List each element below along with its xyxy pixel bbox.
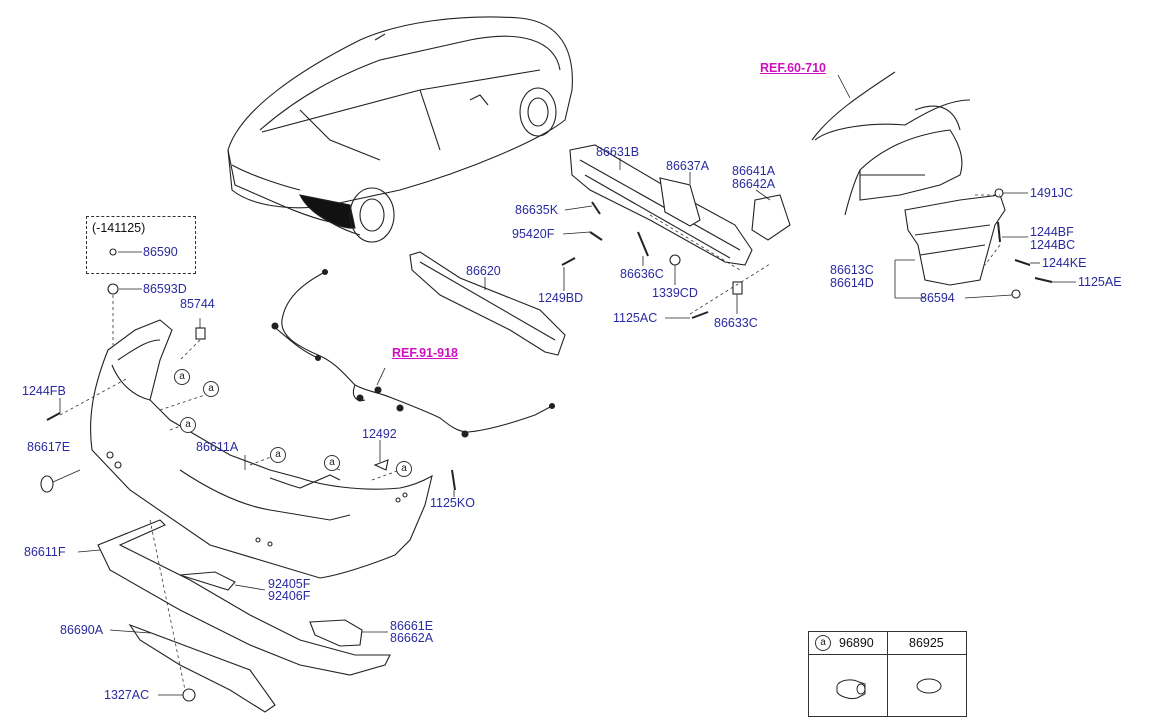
part-label-92405f[interactable]: 92405F xyxy=(268,577,311,591)
sensor-icon xyxy=(836,679,866,699)
part-label-1125ae[interactable]: 1125AE xyxy=(1078,275,1122,289)
callout-a-4: a xyxy=(270,447,286,463)
clip-86635k xyxy=(591,201,601,215)
part-label-86641a[interactable]: 86641A xyxy=(732,164,776,178)
energy-absorber xyxy=(409,251,566,356)
part-label-86590[interactable]: 86590 xyxy=(143,245,178,259)
clip-1491jc xyxy=(994,188,1004,198)
part-label-1249bd[interactable]: 1249BD xyxy=(538,291,584,305)
part-label-1244fb[interactable]: 1244FB xyxy=(22,384,66,398)
part-label-1125ko[interactable]: 1125KO xyxy=(430,496,475,510)
part-label-1244bf[interactable]: 1244BF xyxy=(1030,225,1074,239)
part-label-86631b[interactable]: 86631B xyxy=(596,145,640,159)
part-label-1491jc[interactable]: 1491JC xyxy=(1030,186,1074,200)
callout-a-3: a xyxy=(180,417,196,433)
screw-1125ae xyxy=(1034,277,1053,283)
car-illustration xyxy=(227,16,573,243)
legend-letter: a xyxy=(815,635,831,651)
plug-icon xyxy=(916,678,942,694)
part-label-1339cd[interactable]: 1339CD xyxy=(652,286,698,300)
screw-1249bd xyxy=(561,257,576,266)
bumper-beam xyxy=(569,144,753,266)
callout-a-6: a xyxy=(396,461,412,477)
nut-1339cd xyxy=(669,254,681,266)
part-label-95420f[interactable]: 95420F xyxy=(512,227,555,241)
clip-85744 xyxy=(195,327,206,340)
nut-86594 xyxy=(1011,289,1021,299)
part-label-86637a[interactable]: 86637A xyxy=(666,159,710,173)
cap-86617e xyxy=(40,475,54,493)
variant-box xyxy=(86,216,196,274)
part-label-86593d[interactable]: 86593D xyxy=(143,282,187,296)
screw-1244bf xyxy=(997,221,1001,243)
rear-lamp xyxy=(309,619,363,647)
legend-col1: 96890 xyxy=(839,636,874,650)
bracket-86641a xyxy=(751,194,791,241)
part-label-86611f[interactable]: 86611F xyxy=(24,545,66,559)
part-label-86614d[interactable]: 86614D xyxy=(830,276,874,290)
part-label-85744[interactable]: 85744 xyxy=(180,297,215,311)
part-label-86642a[interactable]: 86642A xyxy=(732,177,776,191)
wiring-harness xyxy=(271,268,556,438)
clip-86590 xyxy=(109,248,117,256)
part-label-86617e[interactable]: 86617E xyxy=(27,440,71,454)
ref-60-710[interactable]: REF.60-710 xyxy=(760,61,827,75)
callout-a-5: a xyxy=(324,455,340,471)
callout-a-1: a xyxy=(174,369,190,385)
bracket-86613c xyxy=(904,194,1006,286)
bracket-86637a xyxy=(659,177,701,227)
callout-a-2: a xyxy=(203,381,219,397)
part-label-1244bc[interactable]: 1244BC xyxy=(1030,238,1076,252)
legend-divider xyxy=(887,632,888,716)
part-label-1244ke[interactable]: 1244KE xyxy=(1042,256,1087,270)
part-label-86662a[interactable]: 86662A xyxy=(390,631,434,645)
screw-1244fb xyxy=(46,412,61,421)
ref-91-918[interactable]: REF.91-918 xyxy=(392,346,459,360)
reflector xyxy=(179,571,236,591)
bracket-86636c xyxy=(637,231,649,257)
part-label-92406f[interactable]: 92406F xyxy=(268,589,311,603)
clip-95420f xyxy=(589,231,603,241)
part-label-86620[interactable]: 86620 xyxy=(466,264,501,278)
legend-table: a 96890 86925 xyxy=(808,631,967,717)
part-label-86633c[interactable]: 86633C xyxy=(714,316,758,330)
screw-12492 xyxy=(373,459,389,471)
screw-1244ke xyxy=(1014,259,1031,266)
part-label-1125ac[interactable]: 1125AC xyxy=(613,311,658,325)
part-label-86613c[interactable]: 86613C xyxy=(830,263,874,277)
clip-86593d xyxy=(107,283,119,295)
part-label-86594[interactable]: 86594 xyxy=(920,291,955,305)
part-label-86636c[interactable]: 86636C xyxy=(620,267,664,281)
clip-86633c xyxy=(732,281,743,295)
legend-col2: 86925 xyxy=(909,636,944,650)
part-label-86690a[interactable]: 86690A xyxy=(60,623,104,637)
part-label-12492[interactable]: 12492 xyxy=(362,427,397,441)
rear-bumper-cover xyxy=(90,319,433,579)
variant-box-note: (-141125) xyxy=(92,221,146,235)
part-label-86635k[interactable]: 86635K xyxy=(515,203,559,217)
part-label-1327ac[interactable]: 1327AC xyxy=(104,688,150,702)
part-label-86661e[interactable]: 86661E xyxy=(390,619,434,633)
screw-1125ko xyxy=(451,469,456,491)
nut-1327ac xyxy=(182,688,196,702)
screw-1125ac xyxy=(691,311,709,319)
body-quarter-panel xyxy=(811,71,971,216)
lower-diffuser xyxy=(97,519,391,713)
part-label-86611a[interactable]: 86611A xyxy=(196,440,239,454)
